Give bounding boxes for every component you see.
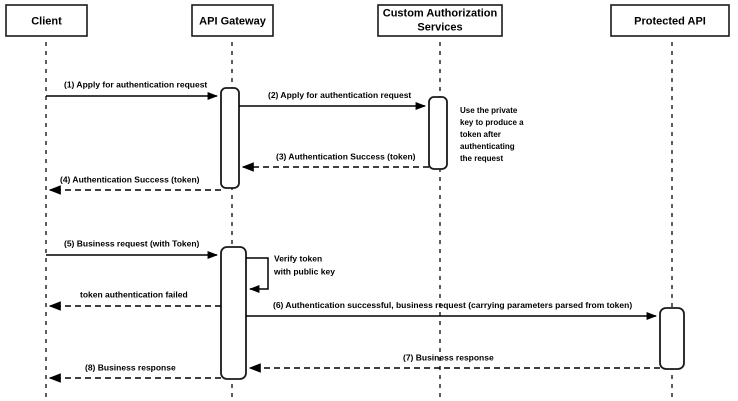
message-6[interactable]: (6) Authentication successful, business … [246,300,658,320]
participant-protected-api[interactable]: Protected API [610,4,730,37]
participant-custom-authorization-services[interactable]: Custom Authorization Services [377,4,503,37]
message-label-4: (4) Authentication Success (token) [60,174,200,184]
note-private-key-note: Use the private key to produce a token a… [460,106,524,163]
participant-box-custom-authorization-services[interactable] [377,4,503,37]
message-3[interactable]: (3) Authentication Success (token) [241,151,429,172]
message-label-1: (1) Apply for authentication request [64,79,207,89]
note-private-key-note-line-4: authenticating [460,142,515,151]
note-private-key-note-line-2: key to produce a [460,118,524,127]
note-private-key-note-line-1: Use the private [460,106,518,115]
participant-label-client: Client [31,15,62,27]
participant-label-custom-authorization-services-line1: Custom Authorization [383,7,498,19]
message-label-2: (2) Apply for authentication request [268,90,411,100]
participant-box-api-gateway[interactable] [191,4,274,37]
activation-bar-api-gateway-auth[interactable] [220,87,240,189]
participant-box-protected-api[interactable] [610,4,730,37]
participant-api-gateway[interactable]: API Gateway [191,4,274,37]
note-private-key-note-line-5: the request [460,154,503,163]
note-private-key-note-line-3: token after [460,130,501,139]
message-7[interactable]: (7) Business response [248,352,660,373]
message-8[interactable]: (8) Business response [48,362,221,383]
message-5[interactable]: (5) Business request (with Token) [46,238,219,259]
message-label-8: (8) Business response [85,362,176,372]
activation-bars-group [220,87,685,380]
message-2[interactable]: (2) Apply for authentication request [239,90,427,110]
message-4[interactable]: (4) Authentication Success (token) [48,174,221,195]
activation-bar-custom-auth-process[interactable] [428,96,448,170]
participant-label-custom-authorization-services-line2: Services [417,21,462,33]
message-1[interactable]: (1) Apply for authentication request [46,79,219,100]
activation-bar-protected-api-business[interactable] [659,307,685,370]
participant-box-client[interactable] [5,4,88,37]
self-message-verify-token[interactable]: Verify token with public key [246,253,335,293]
activation-bar-api-gateway-business[interactable] [220,246,247,380]
message-token-authentication-failed[interactable]: token authentication failed [48,289,221,311]
self-message-label-verify-token-line1: Verify token [274,253,322,263]
message-label-3: (3) Authentication Success (token) [276,151,416,161]
message-label-6: (6) Authentication successful, business … [273,300,632,310]
message-label-5: (5) Business request (with Token) [64,238,200,248]
message-label-7: (7) Business response [403,352,494,362]
participant-client[interactable]: Client [5,4,88,37]
participant-label-api-gateway: API Gateway [199,15,267,27]
self-message-arrow-verify-token[interactable] [246,257,269,293]
message-label-token-authentication-failed: token authentication failed [80,289,188,299]
participant-label-protected-api: Protected API [634,15,706,27]
self-message-label-verify-token-line2: with public key [273,266,335,276]
